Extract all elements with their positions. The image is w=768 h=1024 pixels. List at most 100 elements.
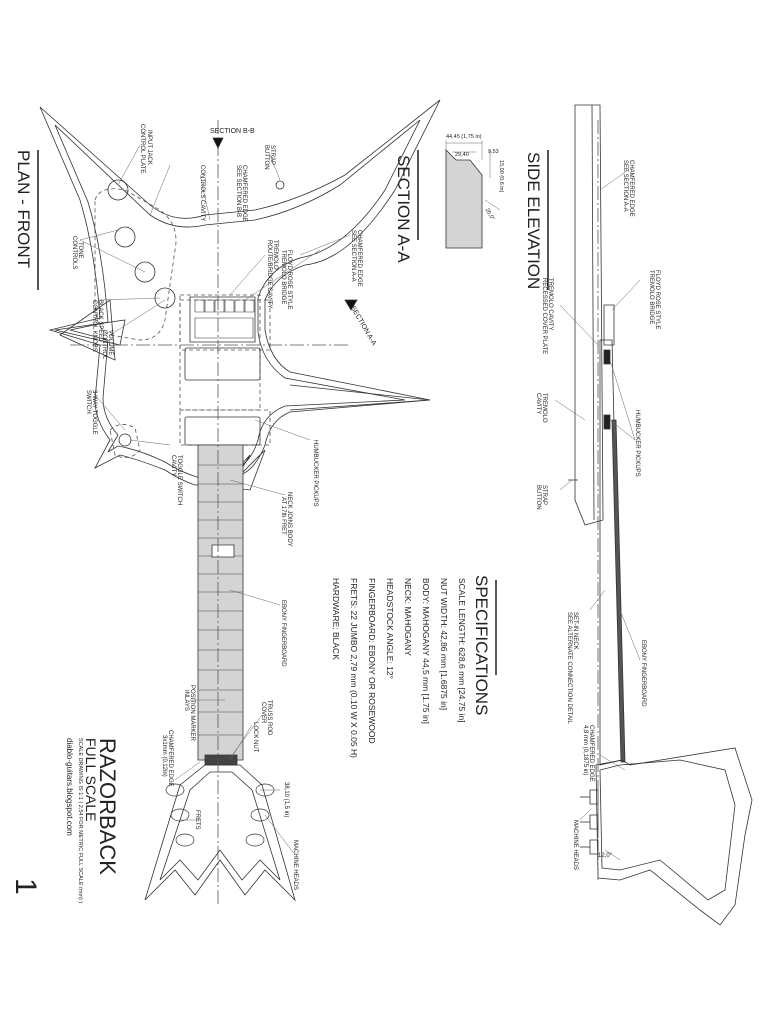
- side-label-set-in-neck: SET-IN NECK: [572, 612, 578, 650]
- label-control-knobs-2: CONTROL KNOBS: [91, 300, 97, 352]
- label-tremolo-route: TREMOLO: [272, 240, 278, 270]
- headstock-outline: [145, 765, 295, 900]
- side-body-chamfer: [592, 105, 594, 520]
- volume-knob-1: [135, 262, 155, 282]
- tremolo-bridge: [190, 297, 255, 342]
- dim-width-total: 44,45 (1,75 in): [446, 134, 482, 140]
- side-label-set-in-neck-2: SEE ALTERNATE CONNECTION DETAIL: [566, 612, 572, 725]
- pickup-route-neck: [180, 410, 270, 445]
- label-truss-rod-2: COVER: [260, 702, 266, 724]
- side-label-tremolo-cavity-b: TREMOLO: [541, 393, 547, 423]
- label-chamfered-edge-head: CHAMFERED EDGE: [167, 730, 173, 787]
- label-neck-joins-body: NECK JOINS BODY: [286, 492, 292, 547]
- lower-horn: [55, 320, 125, 345]
- side-label-ebony-fingerboard: EBONY FINGERBOARD: [640, 640, 646, 707]
- dim-width-top: 29,40: [455, 152, 469, 158]
- drawing-title: RAZORBACK: [95, 738, 120, 875]
- fingerboard: [198, 445, 243, 760]
- label-ebony-fingerboard: EBONY FINGERBOARD: [280, 600, 286, 667]
- label-input-jack: INPUT JACK: [146, 130, 152, 165]
- humbucker-neck: [185, 417, 260, 445]
- label-position-marker: POSITION MARKER: [189, 685, 195, 742]
- label-tone-controls-2: CONTROLS: [71, 236, 77, 270]
- body-outline: [40, 100, 440, 490]
- label-tone-controls: TONE: [77, 242, 83, 259]
- spec-line-4: NECK: MAHOGANY: [403, 578, 413, 656]
- side-tremolo-bridge: [604, 305, 614, 345]
- label-frets: FRETS: [194, 810, 200, 830]
- label-floyd-rose: FLOYD ROSE STYLE: [286, 250, 292, 310]
- tremolo-route: [180, 295, 260, 410]
- label-toggle-cavity-2: CAVITY: [170, 455, 176, 477]
- label-volume-control: VOLUME: [107, 330, 113, 356]
- side-label-tremolo-cavity: TREMOLO CAVITY: [547, 278, 553, 331]
- spec-line-2: NUT WIDTH: 42,86 mm [1.6875 in]: [439, 578, 449, 711]
- tone-knob-1: [108, 180, 128, 200]
- drawing-scale-note: SCALE DRAWING IS 1:1 ( 2,54 FOR METRIC F…: [77, 738, 83, 904]
- side-label-humbucker: HUMBUCKER PICKUPS: [634, 410, 640, 477]
- side-label-head-angle: 12,0°: [598, 853, 613, 859]
- section-aa-arrow: [345, 300, 357, 310]
- spec-line-5: HEADSTOCK ANGLE: 12°: [385, 578, 395, 680]
- side-label-strap-button: STRAP: [541, 485, 547, 506]
- label-pickup-switch: 3-WAY TOGGLE: [91, 390, 97, 435]
- spec-line-6: FINGERBOARD: EBONY OR ROSEWOOD: [367, 578, 377, 744]
- view-title-side-elevation: SIDE ELEVATION: [524, 152, 543, 290]
- tone-knob-2: [115, 227, 135, 247]
- side-body: [575, 105, 603, 525]
- spec-line-3: BODY: MAHOGANY 44,5 mm [1.75 in]: [421, 578, 431, 724]
- dim-chamfer: 9,53: [488, 149, 499, 155]
- drawing-subtitle: FULL SCALE: [83, 738, 99, 822]
- position-marker-12: [212, 545, 234, 557]
- label-chamfered-edge-b2: SEE SECTION B-B: [235, 165, 241, 218]
- label-strap-button-2: BUTTON: [263, 145, 269, 170]
- label-machine-heads: MACHINE HEADS: [292, 840, 298, 891]
- label-chamfered-edge-head-2: 3x1mm (0.12in): [161, 735, 167, 777]
- label-position-marker-2: INLAYS: [183, 690, 189, 711]
- label-chamfered-edge-a2: SEE SECTION A-A: [350, 230, 356, 282]
- side-label-tremolo-cavity-b2: CAVITY: [535, 393, 541, 415]
- side-headstock-inner: [600, 760, 735, 900]
- section-bb-arrow: [213, 138, 223, 148]
- spec-line-7: FRETS: 22 JUMBO 2,79 mm (0.10 W X 0.05 H…: [349, 578, 359, 758]
- spec-line-8: HARDWARE: BLACK: [331, 578, 341, 660]
- label-chamfered-edge-b: CHAMFERED EDGE: [241, 165, 247, 222]
- sheet-number: 1: [9, 878, 42, 895]
- toggle-switch-cavity: [110, 424, 140, 457]
- body-inner-chamfer: [55, 120, 420, 480]
- label-floyd-rose-2: TREMOLO BRIDGE: [280, 250, 286, 305]
- headstock-inner: [160, 772, 280, 880]
- right-spike: [290, 385, 430, 410]
- side-label-chamfered-edge-head-2: 4,8 mm (0,1875 in): [582, 725, 588, 776]
- label-truss-rod: TRUSS ROD: [266, 700, 272, 736]
- section-aa-profile: [446, 150, 482, 248]
- side-label-floyd-rose-2: TREMOLO BRIDGE: [648, 270, 654, 325]
- side-leaders: [555, 170, 640, 860]
- side-machine-heads: [580, 790, 598, 854]
- label-chamfered-edge-a: CHAMFERED EDGE: [356, 230, 362, 287]
- plan-leaders: [80, 145, 350, 855]
- label-humbucker-pickups: HUMBUCKER PICKUPS: [312, 440, 318, 507]
- label-lock-nut: LOCK NUT: [252, 722, 258, 753]
- side-label-machine-heads: MACHINE HEADS: [572, 820, 578, 871]
- label-strap-button: STRAP: [269, 145, 275, 166]
- side-humbucker-2: [604, 415, 610, 429]
- label-volume-control-2: CONTROL: [101, 330, 107, 360]
- label-pickup-switch-2: SWITCH: [85, 390, 91, 414]
- toggle-switch: [119, 434, 131, 446]
- tail-spike: [60, 300, 115, 360]
- view-title-section-aa: SECTION A-A: [394, 155, 413, 263]
- drawing-website: diablo-guitars.blogspot.com: [65, 738, 74, 836]
- side-label-chamfered-edge: CHAMFERED EDGE: [628, 160, 634, 217]
- label-toggle-cavity: TOGGLE SWITCH: [176, 455, 182, 506]
- side-label-tremolo-cavity-2: RECESSED COVER PLATE: [541, 278, 547, 355]
- label-input-jack-2: CONTROL PLATE: [139, 124, 145, 174]
- label-neck-joins-body-2: AT 17th FRET: [280, 497, 286, 535]
- controls-cavity: [95, 189, 176, 340]
- side-fingerboard: [612, 420, 625, 762]
- view-title-plan: PLAN - FRONT: [14, 150, 33, 269]
- label-tremolo-route-2: ROUTE/BRIDGE CAVITY: [266, 240, 272, 309]
- label-controls-cavity: CONTROLS CAVITY: [199, 165, 205, 222]
